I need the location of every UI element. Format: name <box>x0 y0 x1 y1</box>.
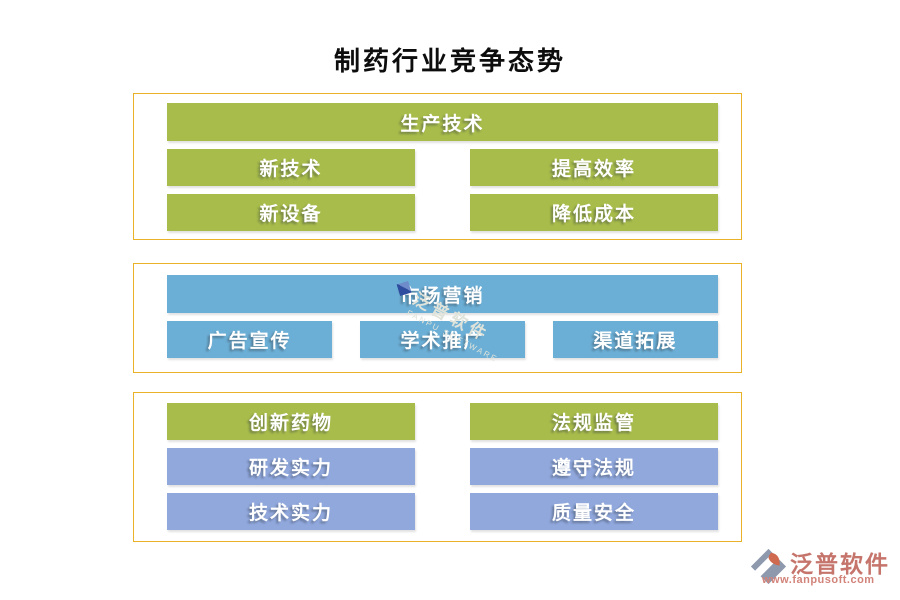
bar-compliance: 遵守法规 <box>470 448 718 485</box>
bar-new-technology: 新技术 <box>167 149 415 186</box>
group-competition-factors: 创新药物 法规监管 研发实力 遵守法规 技术实力 质量安全 <box>133 392 742 542</box>
bar-label: 研发实力 <box>248 458 333 479</box>
bar-improve-efficiency: 提高效率 <box>470 149 718 186</box>
competition-row-3: 技术实力 质量安全 <box>167 493 718 530</box>
group-marketing: 市场营销 广告宣传 学术推广 渠道拓展 <box>133 263 742 373</box>
production-row-1: 新技术 提高效率 <box>167 149 718 186</box>
bar-label: 质量安全 <box>552 503 637 524</box>
bar-label: 广告宣传 <box>207 331 292 352</box>
bar-marketing: 市场营销 <box>167 275 718 313</box>
competition-row-2: 研发实力 遵守法规 <box>167 448 718 485</box>
bar-regulatory-supervision: 法规监管 <box>470 403 718 440</box>
bar-label: 学术推广 <box>400 331 485 352</box>
bar-label: 创新药物 <box>248 413 333 434</box>
bar-label: 新设备 <box>259 204 323 225</box>
page-title: 制药行业竞争态势 <box>333 47 566 76</box>
bar-new-equipment: 新设备 <box>167 194 415 231</box>
bar-rd-strength: 研发实力 <box>167 448 415 485</box>
bar-label: 生产技术 <box>400 113 485 135</box>
bar-label: 市场营销 <box>400 285 485 307</box>
bar-label: 降低成本 <box>552 204 637 225</box>
bar-label: 法规监管 <box>552 413 637 434</box>
bar-label: 渠道拓展 <box>593 331 678 352</box>
bar-label: 遵守法规 <box>552 458 637 479</box>
bar-channel-expansion: 渠道拓展 <box>552 321 718 358</box>
production-row-2: 新设备 降低成本 <box>167 194 718 231</box>
bar-production-technology: 生产技术 <box>167 103 718 141</box>
bar-technical-strength: 技术实力 <box>167 493 415 530</box>
bar-quality-safety: 质量安全 <box>470 493 718 530</box>
group-production-technology: 生产技术 新技术 提高效率 新设备 降低成本 <box>133 93 742 240</box>
competition-row-1: 创新药物 法规监管 <box>167 403 718 440</box>
fanpu-logo: 泛普软件 www.fanpusoft.com <box>750 545 898 593</box>
marketing-row-1: 广告宣传 学术推广 渠道拓展 <box>167 321 718 358</box>
bar-academic-promotion: 学术推广 <box>359 321 526 358</box>
bar-reduce-cost: 降低成本 <box>470 194 718 231</box>
bar-label: 技术实力 <box>248 503 333 524</box>
fanpu-logo-name: 泛普软件 <box>790 552 890 577</box>
bar-label: 新技术 <box>259 159 323 180</box>
fanpu-logo-icon <box>750 548 787 585</box>
bar-label: 提高效率 <box>552 159 637 180</box>
fanpu-logo-url: www.fanpusoft.com <box>762 574 875 586</box>
bar-advertising: 广告宣传 <box>167 321 333 358</box>
bar-innovative-drugs: 创新药物 <box>167 403 415 440</box>
